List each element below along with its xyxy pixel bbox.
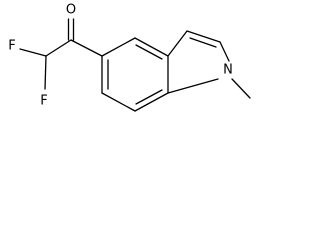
- bond-chf2-f-lower: [44, 55, 47, 90]
- ring-bond-c4-c3a: [134, 37, 169, 57]
- ring-inner-double-c7a-c7: [135, 89, 163, 105]
- ring-bond-c5-c4: [101, 37, 136, 57]
- ring-bond-c3-c2: [186, 30, 221, 43]
- molecule-drawing: O F F N: [8, 3, 251, 112]
- nitrogen-atom-label: N: [223, 63, 233, 78]
- ring-inner-double-c4-c3a: [135, 44, 163, 60]
- fluorine-atom-label-lower: F: [40, 94, 47, 109]
- ring-bond-c7-c6: [101, 92, 136, 112]
- fluorine-atom-label-upper: F: [8, 39, 15, 54]
- ring-bond-c2-n1: [219, 41, 230, 62]
- ring-bond-c3a-c3: [167, 30, 188, 57]
- ring-inner-double-c3-c2: [189, 37, 217, 48]
- ring-bond-n1-c7a: [167, 78, 219, 94]
- bond-chf2-f-upper: [19, 48, 47, 57]
- bond-n-methyl: [231, 78, 251, 99]
- bond-carbonyl-ring: [70, 39, 103, 57]
- oxygen-atom-label: O: [66, 3, 76, 18]
- chemical-structure-canvas: O F F N: [8, 2, 251, 112]
- bond-carbonyl-chf2: [45, 39, 72, 57]
- ring-bond-c7a-c7: [134, 92, 169, 112]
